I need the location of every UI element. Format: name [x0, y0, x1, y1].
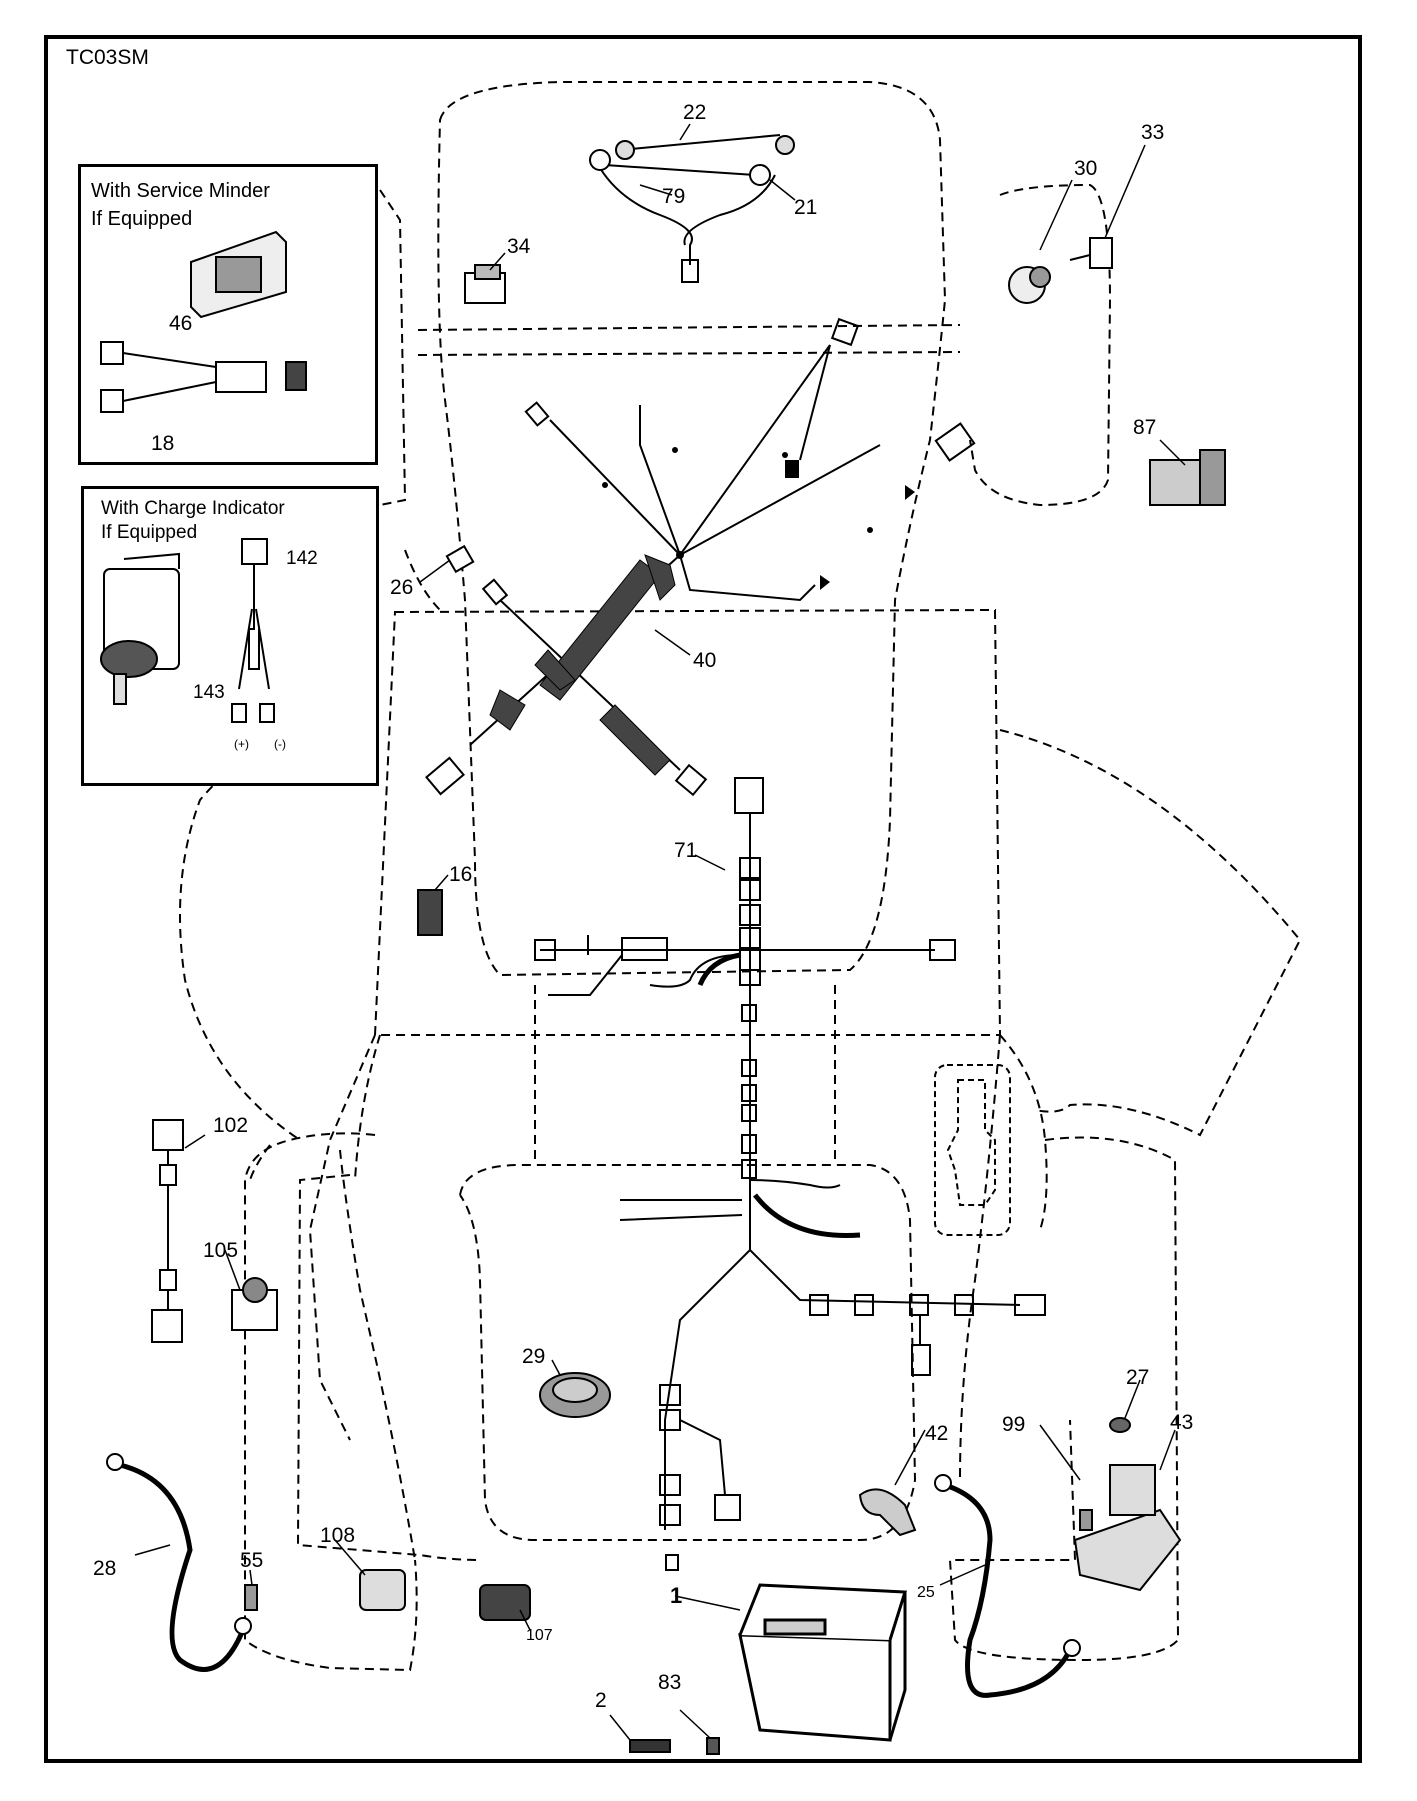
diagram-frame — [44, 35, 1362, 1763]
service-minder-title-line2: If Equipped — [91, 208, 193, 230]
diagram-code: TC03SM — [66, 46, 149, 69]
harness-sleeves — [489, 554, 676, 776]
service-minder-title-line1: With Service Minder — [91, 180, 270, 202]
callout-108: 108 — [320, 1524, 356, 1547]
callout-79: 79 — [662, 185, 686, 208]
seat-switch-108 — [359, 1569, 406, 1611]
starter-solenoid-43 — [1073, 1417, 1182, 1592]
fuel-solenoid-107 — [479, 1584, 531, 1621]
harness-dots — [602, 447, 915, 590]
callout-46: 46 — [169, 312, 193, 335]
cable-lugs-28 — [106, 1453, 252, 1635]
callout-55: 55 — [240, 1549, 264, 1572]
callout-33: 33 — [1141, 121, 1165, 144]
callout-21: 21 — [794, 196, 818, 219]
callout-107: 107 — [526, 1627, 553, 1644]
cable-lugs-25 — [934, 1474, 1081, 1657]
callout-83: 83 — [658, 1671, 682, 1694]
charge-indicator-title-line2: If Equipped — [101, 522, 198, 543]
charge-indicator-parts — [100, 538, 275, 723]
callout-87: 87 — [1133, 416, 1157, 439]
callout-102: 102 — [213, 1114, 249, 1137]
ground-wires-71 — [697, 952, 861, 1238]
ground-cable-28 — [119, 1462, 248, 1672]
callout-1: 1 — [670, 1583, 683, 1608]
callout-34: 34 — [507, 235, 531, 258]
minus-label: (-) — [274, 737, 286, 751]
battery-cable-25 — [944, 1482, 1073, 1698]
callout-29: 29 — [522, 1345, 546, 1368]
callout-25: 25 — [917, 1584, 935, 1601]
terminal-boot-42 — [858, 1488, 917, 1537]
grommet-29 — [539, 1372, 611, 1418]
charge-indicator-title-line1: With Charge Indicator — [101, 498, 285, 519]
switch-34 — [464, 264, 506, 304]
bolt-2 — [629, 1739, 671, 1753]
callout-43: 43 — [1170, 1411, 1194, 1434]
headlight-harness — [589, 134, 795, 283]
callout-143: 143 — [193, 682, 225, 703]
connector-16 — [417, 889, 443, 936]
bolt-55 — [244, 1584, 258, 1611]
callout-99: 99 — [1002, 1413, 1026, 1436]
service-minder-inset: With Service Minder If Equipped 46 18 — [78, 164, 378, 465]
tractor-outline — [179, 81, 1302, 1672]
fuse-holder-26 — [445, 544, 475, 574]
callout-18: 18 — [151, 432, 175, 455]
callout-30: 30 — [1074, 157, 1098, 180]
nut-83 — [706, 1737, 720, 1755]
callout-16: 16 — [449, 863, 473, 886]
leader-lines — [134, 123, 1186, 1741]
charge-indicator-inset: With Charge Indicator If Equipped (+) (-… — [81, 486, 379, 786]
relay-87 — [1149, 449, 1226, 506]
fuse-harness-102 — [151, 1119, 184, 1343]
callout-27: 27 — [1126, 1366, 1150, 1389]
service-minder-parts — [100, 230, 307, 413]
callout-28: 28 — [93, 1557, 117, 1580]
wiring-harness-71 — [534, 777, 1046, 1571]
callout-71: 71 — [674, 839, 698, 862]
callout-105: 105 — [203, 1239, 239, 1262]
plus-label: (+) — [234, 737, 249, 751]
callout-142: 142 — [286, 548, 318, 569]
shift-panel-outline — [934, 1064, 1011, 1236]
ignition-switch-30 — [1008, 266, 1051, 304]
solenoid-105 — [231, 1277, 278, 1331]
callout-26: 26 — [390, 576, 414, 599]
callout-42: 42 — [925, 1422, 949, 1445]
callout-22: 22 — [683, 101, 707, 124]
callout-2: 2 — [595, 1689, 607, 1712]
key-33 — [1069, 237, 1113, 269]
callout-40: 40 — [693, 649, 717, 672]
battery-1 — [738, 1583, 908, 1742]
